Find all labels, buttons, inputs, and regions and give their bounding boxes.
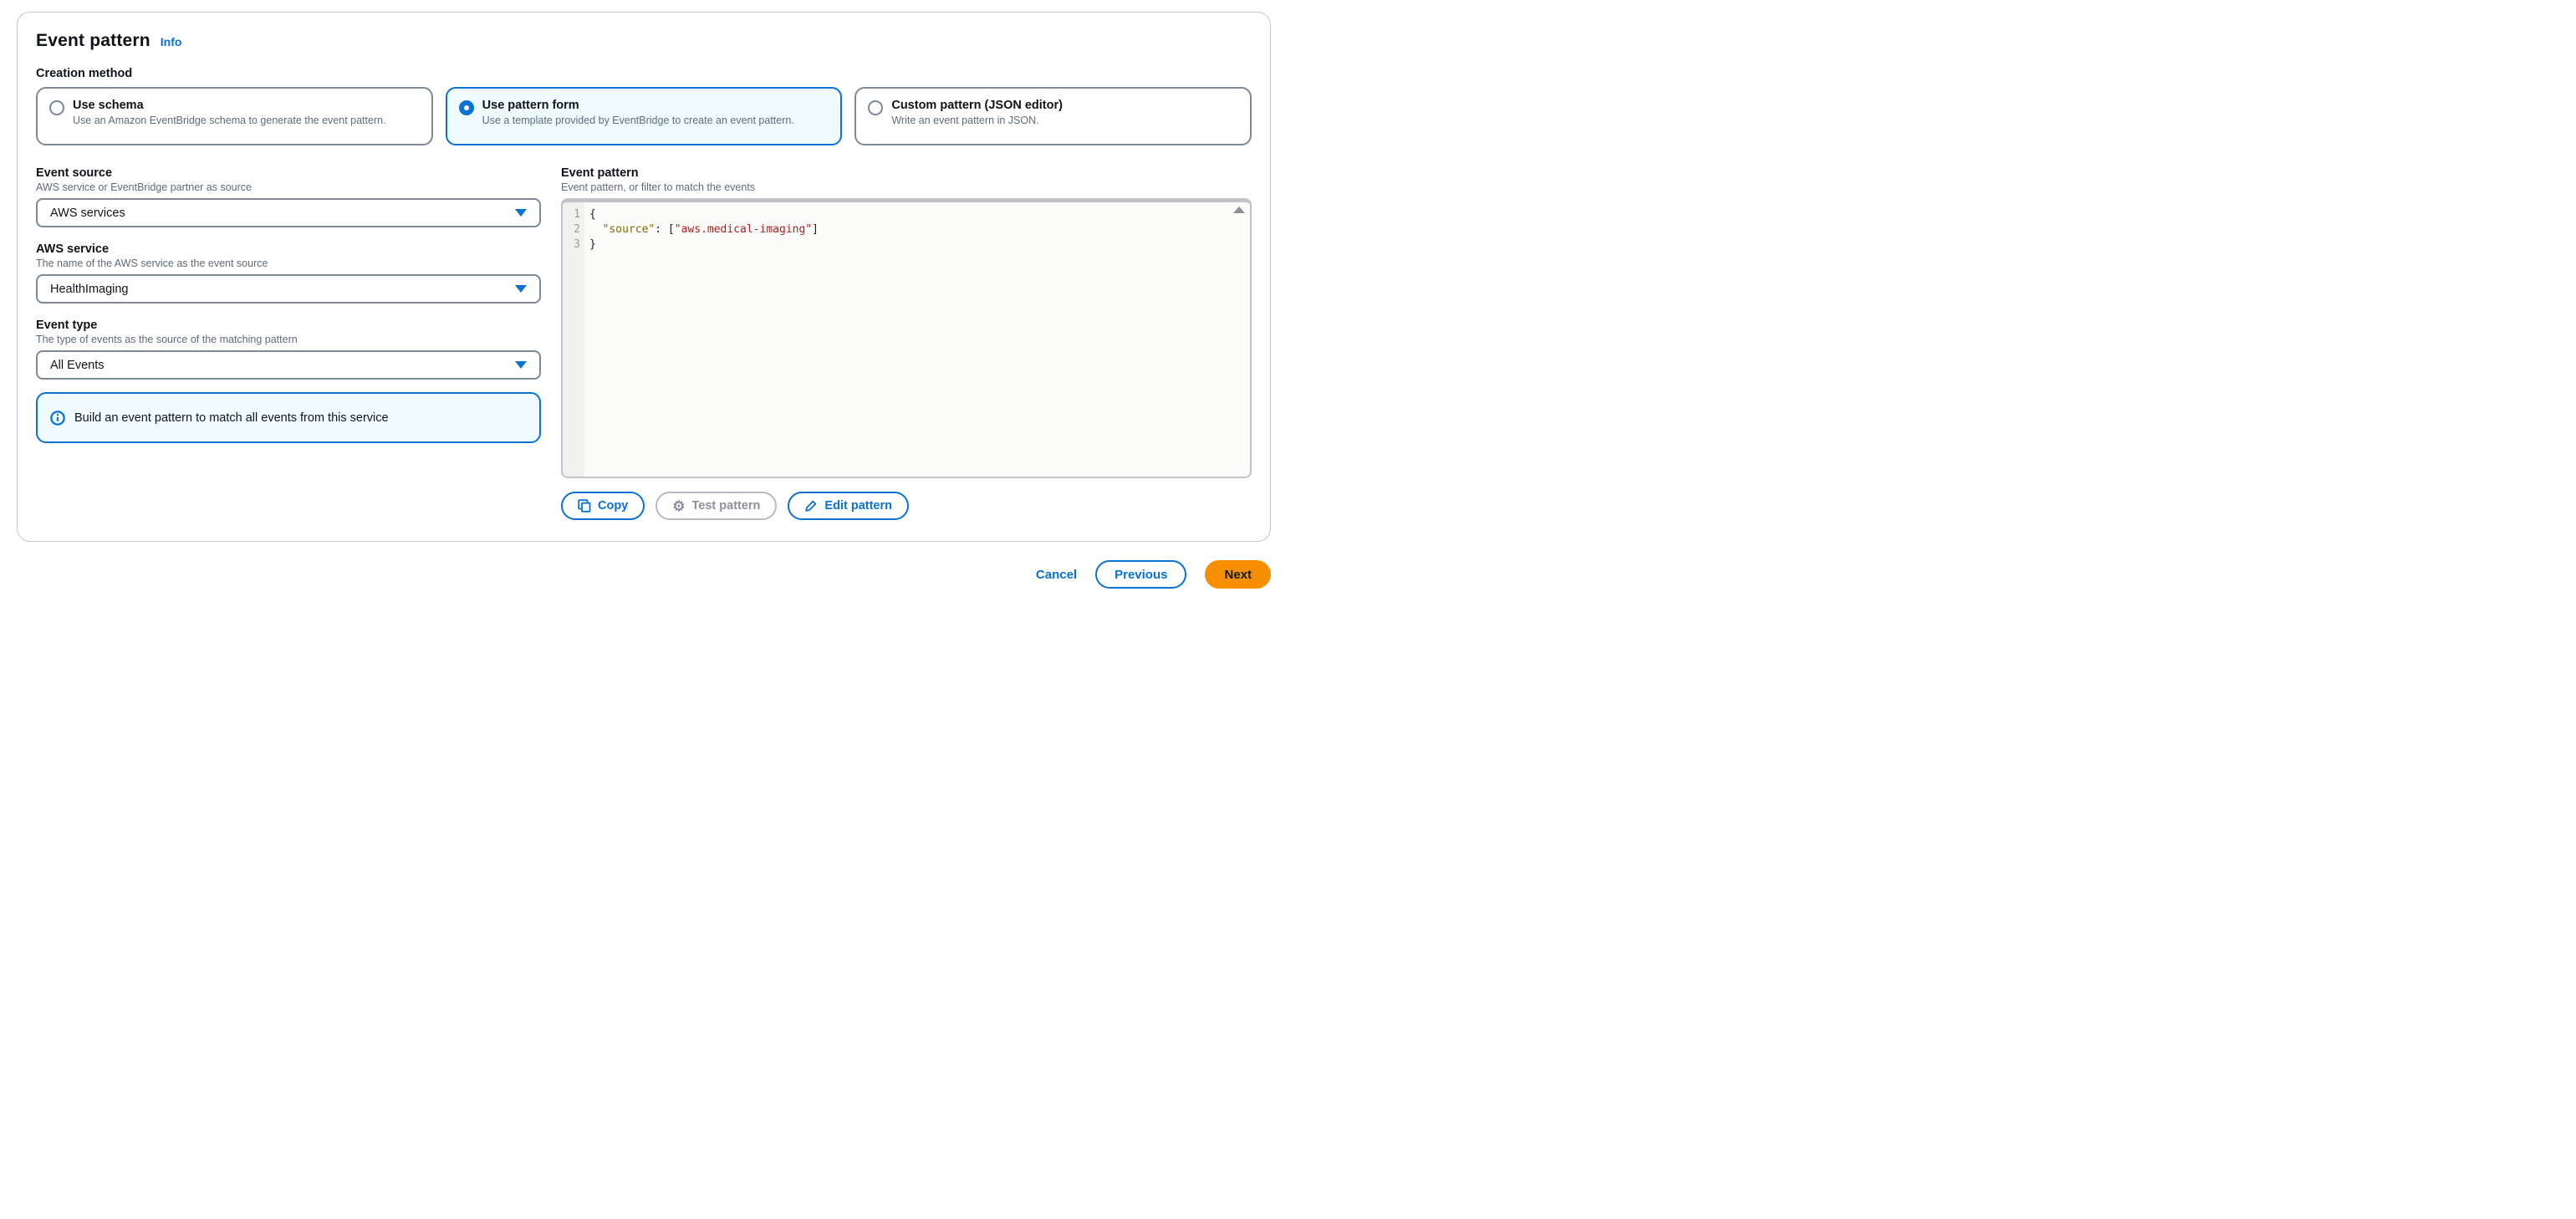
copy-icon xyxy=(578,499,591,513)
event-source-label: Event source xyxy=(36,166,113,180)
event-type-group: Event type The type of events as the sou… xyxy=(36,319,541,380)
aws-service-group: AWS service The name of the AWS service … xyxy=(36,242,541,303)
aws-service-select[interactable]: HealthImaging xyxy=(36,274,541,303)
chevron-down-icon xyxy=(515,361,527,369)
eventbridge-event-pattern-step: Event pattern Info Creation method Use s… xyxy=(0,0,1288,610)
tile-title: Use schema xyxy=(73,99,144,112)
tile-title: Use pattern form xyxy=(482,99,579,112)
line-number: 3 xyxy=(574,238,580,251)
event-type-value: All Events xyxy=(50,358,105,372)
code-line: "source": ["aws.medical-imaging"] xyxy=(602,223,819,236)
event-source-select[interactable]: AWS services xyxy=(36,198,541,227)
creation-method-tiles: Use schema Use an Amazon EventBridge sch… xyxy=(36,87,1252,145)
radio-unselected-icon[interactable] xyxy=(49,100,64,115)
line-number: 2 xyxy=(574,223,580,236)
aws-service-description: The name of the AWS service as the event… xyxy=(36,258,268,269)
cancel-button[interactable]: Cancel xyxy=(1035,567,1078,582)
line-number: 1 xyxy=(574,208,580,221)
event-pattern-code-editor[interactable]: 1 2 3 { "source": ["aws.medical-imaging"… xyxy=(561,198,1252,478)
event-pattern-label: Event pattern xyxy=(561,166,639,180)
tile-use-pattern-form[interactable]: Use pattern form Use a template provided… xyxy=(445,87,843,145)
tile-title: Custom pattern (JSON editor) xyxy=(891,99,1063,112)
json-string-value: "aws.medical-imaging" xyxy=(674,223,813,236)
code-line: { xyxy=(589,208,596,221)
event-source-value: AWS services xyxy=(50,206,125,220)
test-pattern-button[interactable]: ⚙︎ Test pattern xyxy=(655,492,778,520)
json-key: "source" xyxy=(602,223,655,236)
pencil-icon xyxy=(805,500,817,512)
event-source-group: Event source AWS service or EventBridge … xyxy=(36,166,541,227)
event-pattern-panel: Event pattern Info Creation method Use s… xyxy=(17,12,1271,542)
event-pattern-description: Event pattern, or filter to match the ev… xyxy=(561,181,756,193)
event-source-description: AWS service or EventBridge partner as so… xyxy=(36,181,252,193)
line-number-gutter: 1 2 3 xyxy=(563,202,584,477)
info-alert: Build an event pattern to match all even… xyxy=(36,392,541,443)
tile-custom-pattern[interactable]: Custom pattern (JSON editor) Write an ev… xyxy=(854,87,1252,145)
radio-selected-icon[interactable] xyxy=(458,100,474,115)
event-type-description: The type of events as the source of the … xyxy=(36,334,298,345)
edit-pattern-button[interactable]: Edit pattern xyxy=(788,492,909,520)
tile-description: Use an Amazon EventBridge schema to gene… xyxy=(73,115,386,126)
tile-description: Write an event pattern in JSON. xyxy=(891,115,1039,126)
info-icon xyxy=(50,410,65,426)
chevron-down-icon xyxy=(515,285,527,293)
radio-unselected-icon[interactable] xyxy=(868,100,884,115)
tile-description: Use a template provided by EventBridge t… xyxy=(482,115,794,126)
aws-service-value: HealthImaging xyxy=(50,282,129,296)
tile-use-schema[interactable]: Use schema Use an Amazon EventBridge sch… xyxy=(36,87,433,145)
editor-actions: Copy ⚙︎ Test pattern Edit pattern xyxy=(561,492,1252,520)
gear-icon: ⚙︎ xyxy=(672,497,686,514)
next-button[interactable]: Next xyxy=(1205,560,1271,589)
event-type-label: Event type xyxy=(36,319,98,332)
previous-button[interactable]: Previous xyxy=(1095,560,1187,589)
code-line: } xyxy=(589,238,596,251)
copy-button[interactable]: Copy xyxy=(561,492,645,520)
pattern-form-column: Event source AWS service or EventBridge … xyxy=(36,166,541,520)
info-link[interactable]: Info xyxy=(160,35,182,48)
aws-service-label: AWS service xyxy=(36,242,110,256)
code-content: { "source": ["aws.medical-imaging"]} xyxy=(584,202,1250,252)
event-type-select[interactable]: All Events xyxy=(36,350,541,380)
pattern-preview-column: Event pattern Event pattern, or filter t… xyxy=(561,166,1252,520)
form-columns: Event source AWS service or EventBridge … xyxy=(36,166,1252,520)
scrollbar-up-arrow[interactable] xyxy=(1233,207,1245,213)
info-alert-text: Build an event pattern to match all even… xyxy=(74,411,389,425)
page-title: Event pattern xyxy=(36,31,150,50)
creation-method-label: Creation method xyxy=(36,67,133,80)
wizard-footer: Cancel Previous Next xyxy=(17,560,1271,589)
panel-header: Event pattern Info xyxy=(36,31,1252,51)
chevron-down-icon xyxy=(515,209,527,217)
